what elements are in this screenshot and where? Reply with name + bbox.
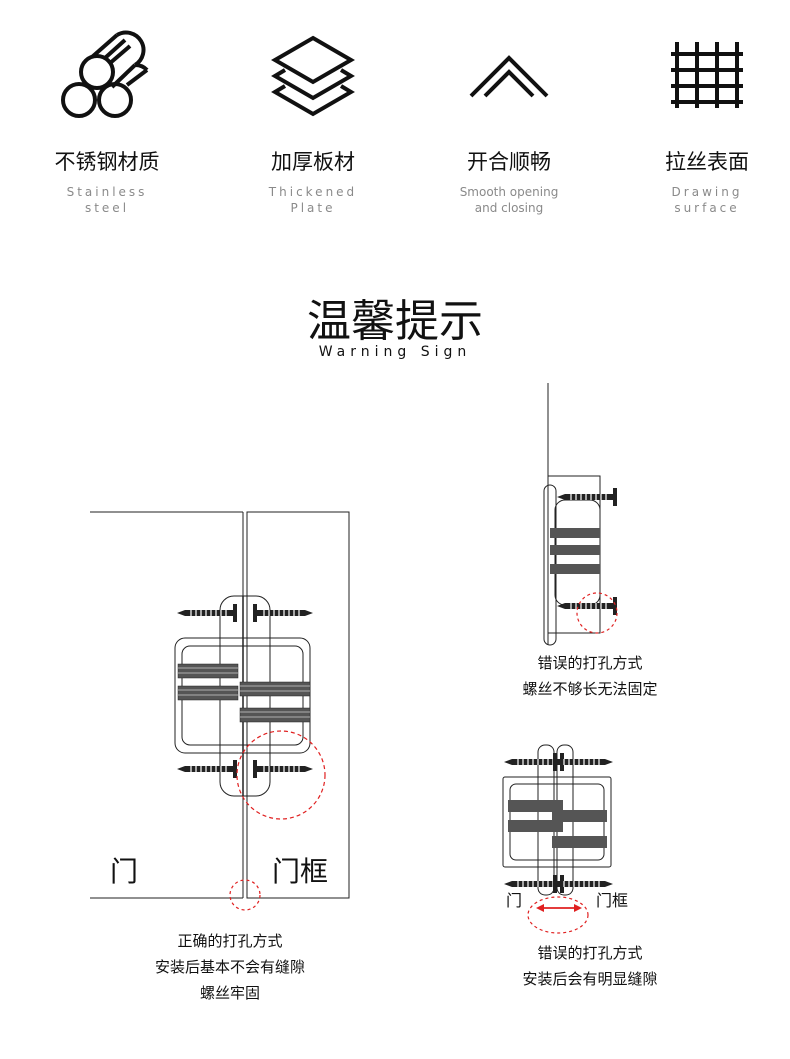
wrong1-caption: 错误的打孔方式 螺丝不够长无法固定 [522,654,658,698]
layers-icon [271,35,355,117]
feature-title: 开合顺畅 [467,150,551,174]
section-subtitle: Warning Sign [318,344,472,360]
door-frame-label: 门框 [272,855,329,888]
grid-icon [671,42,743,108]
correct-diagram [90,511,350,899]
wrong2-door-label: 门 [506,891,523,910]
chevron-up-icon [469,55,549,98]
section-title: 温馨提示 [307,296,483,347]
feature-title: 加厚板材 [271,150,355,174]
feature-title: 不锈钢材质 [54,150,160,174]
pipes-icon [61,30,149,118]
wrong2-frame-label: 门框 [596,891,629,910]
feature-title: 拉丝表面 [665,150,749,174]
wrong2-caption: 错误的打孔方式 安装后会有明显缝隙 [522,944,658,988]
correct-caption: 正确的打孔方式 安装后基本不会有缝隙 螺丝牢固 [154,932,305,1002]
door-label: 门 [110,855,139,888]
